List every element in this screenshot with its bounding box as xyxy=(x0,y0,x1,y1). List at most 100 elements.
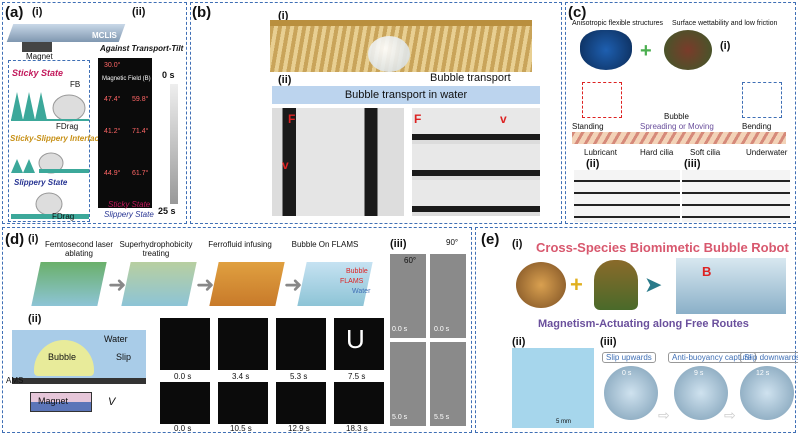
time-25: 25 s xyxy=(158,206,176,216)
b-field-label: B xyxy=(702,264,712,279)
frame-top-3 xyxy=(276,318,326,370)
water-text-d: Water xyxy=(104,334,128,344)
ams-surface xyxy=(12,378,146,384)
magnet-box-d xyxy=(30,392,92,412)
frame-top-1 xyxy=(160,318,210,370)
bubble-text-d: Bubble xyxy=(48,352,77,362)
zoom-box xyxy=(8,60,90,222)
step-3-render xyxy=(209,262,285,306)
iii-angle-90: 90° xyxy=(446,238,459,247)
panel-e-iii-label: (iii) xyxy=(600,336,617,348)
pitcher-image xyxy=(664,30,712,70)
arrow-1: ➜ xyxy=(108,272,127,297)
angle-4: 41.2° xyxy=(104,128,121,135)
legend-sticky: Sticky State xyxy=(108,200,151,209)
panel-e xyxy=(475,227,796,433)
panel-c xyxy=(565,2,796,224)
ams-text: AMS xyxy=(6,376,24,385)
field-title: Magnetic Field (B) xyxy=(102,76,151,82)
velocity-v-right: v xyxy=(500,112,507,126)
frame-bottom-4 xyxy=(334,382,384,424)
cilia-row xyxy=(572,132,786,144)
panel-b-i-label: (i) xyxy=(278,10,289,22)
panel-d xyxy=(2,227,472,433)
video-right xyxy=(412,108,540,216)
e-time-3: 12 s xyxy=(756,370,770,377)
iii-frame-1 xyxy=(390,254,426,338)
magnet-text-d: Magnet xyxy=(38,396,69,406)
time-top-1: 0.0 s xyxy=(174,372,192,381)
iii-time-4: 5.5 s xyxy=(434,414,450,421)
time-top-4: 7.5 s xyxy=(348,372,366,381)
plus-sign: + xyxy=(640,40,652,62)
circle-3 xyxy=(740,366,794,420)
spreading-label: Spreading or Moving xyxy=(640,122,714,131)
circle-1 xyxy=(604,366,658,420)
panel-a-i-label: (i) xyxy=(32,6,43,18)
step-2-render xyxy=(121,262,197,306)
magnet-label: Magnet xyxy=(26,52,53,61)
pitcher-image-e xyxy=(594,260,638,310)
panel-b xyxy=(190,2,562,224)
step-4: Bubble On FLAMS xyxy=(291,240,359,249)
interface-diagram xyxy=(11,152,89,174)
mode-3: Slip downwards xyxy=(740,352,798,363)
arrow-e3: ⇨ xyxy=(724,407,736,423)
iii-frame-4 xyxy=(430,342,466,426)
angle-7: 61.7° xyxy=(132,170,149,177)
step-1: Femtosecond laser ablating xyxy=(44,240,114,258)
time-arrow xyxy=(170,84,178,204)
arrow-3: ➜ xyxy=(284,272,303,297)
angle-5: 71.4° xyxy=(132,128,149,135)
video-left xyxy=(272,108,404,216)
panel-e-label: (e) xyxy=(481,231,500,248)
c-ii-image xyxy=(574,170,680,222)
arrow-e2: ⇨ xyxy=(658,407,670,423)
iii-time-1: 0.0 s xyxy=(392,326,408,333)
step-1-render xyxy=(31,262,107,306)
legend-slippery: Slippery State xyxy=(104,210,154,219)
iii-frame-2 xyxy=(430,254,466,338)
c-iii-image xyxy=(682,170,790,222)
e-title: Cross-Species Biomimetic Bubble Robot xyxy=(536,240,789,255)
panel-c-i-label: (i) xyxy=(720,40,731,52)
mode-1: Slip upwards xyxy=(602,352,656,363)
bubble-label-c: Bubble xyxy=(664,112,689,121)
anisotropic-label: Anisotropic flexible structures xyxy=(572,20,664,27)
panel-a-ii-label: (ii) xyxy=(132,6,146,18)
robot-image xyxy=(676,258,786,314)
fdrag-label-3: FDrag xyxy=(52,212,75,221)
standing-box xyxy=(582,82,622,118)
sticky-diagram xyxy=(11,92,89,122)
e-time-1: 0 s xyxy=(622,370,632,377)
plus-sign-e: + xyxy=(570,272,583,297)
mode-2: Anti-buoyancy capture xyxy=(668,352,756,363)
bubble-transport-label: Bubble transport xyxy=(430,72,511,84)
circle-2 xyxy=(674,366,728,420)
iii-time-2: 0.0 s xyxy=(434,326,450,333)
step-2: Superhydrophobicity treating xyxy=(119,240,193,258)
snail-image xyxy=(516,262,566,308)
time-top-2: 3.4 s xyxy=(232,372,250,381)
water-small: Water xyxy=(352,288,371,295)
lubricant-label: Lubricant xyxy=(584,148,617,157)
flams-small: FLAMS xyxy=(340,278,364,285)
underwater-label: Underwater xyxy=(746,148,788,157)
frame-top-4 xyxy=(334,318,384,370)
frame-top-2 xyxy=(218,318,268,370)
bubble-render xyxy=(368,36,410,72)
step-3: Ferrofluid infusing xyxy=(208,240,272,249)
panel-a-label: (a) xyxy=(5,4,24,21)
time-bottom-3: 12.9 s xyxy=(288,424,310,433)
surface-label: Surface wettability and low friction xyxy=(672,20,778,27)
slippery-diagram xyxy=(11,192,89,219)
video-column xyxy=(98,58,152,208)
panel-c-iii-label: (iii) xyxy=(684,158,701,170)
angle-6: 44.9° xyxy=(104,170,121,177)
force-f-right: F xyxy=(414,112,422,126)
arrow-2: ➜ xyxy=(196,272,215,297)
angle-3: 59.8° xyxy=(132,96,149,103)
frame-bottom-3 xyxy=(276,382,326,424)
v-text-d: V xyxy=(108,396,116,408)
arrow-e: ➤ xyxy=(644,272,663,297)
